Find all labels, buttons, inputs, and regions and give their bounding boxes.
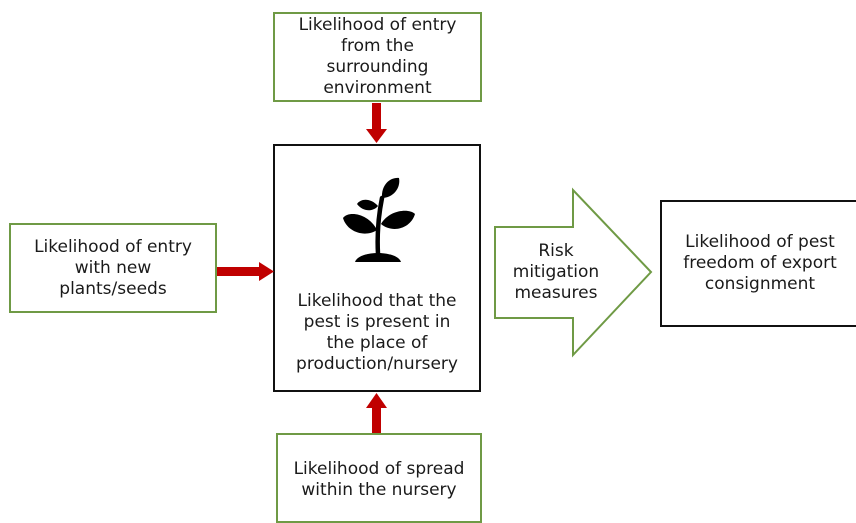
node-pest-freedom-label: Likelihood of pest freedom of export con… [683,232,837,294]
node-risk-mitigation-label: Risk mitigation measures [512,241,600,303]
arrow-up-icon [366,393,387,433]
node-entry-plants: Likelihood of entry with new plants/seed… [9,223,217,313]
plant-seedling-icon [343,177,415,262]
node-risk-mitigation: Risk mitigation measures [496,227,616,318]
node-pest-presence-label: Likelihood that the pest is present in t… [296,291,458,374]
node-entry-environment: Likelihood of entry from the surrounding… [273,12,482,102]
arrow-down-icon [366,103,387,143]
node-pest-presence: Likelihood that the pest is present in t… [273,144,481,392]
node-entry-plants-label: Likelihood of entry with new plants/seed… [34,236,192,299]
mitigation-arrow-shape [494,187,653,358]
node-spread-nursery: Likelihood of spread within the nursery [276,433,482,523]
node-entry-environment-label: Likelihood of entry from the surrounding… [298,15,457,98]
node-pest-freedom: Likelihood of pest freedom of export con… [660,200,856,327]
node-spread-nursery-label: Likelihood of spread within the nursery [293,459,465,500]
arrow-right-icon [217,262,274,281]
